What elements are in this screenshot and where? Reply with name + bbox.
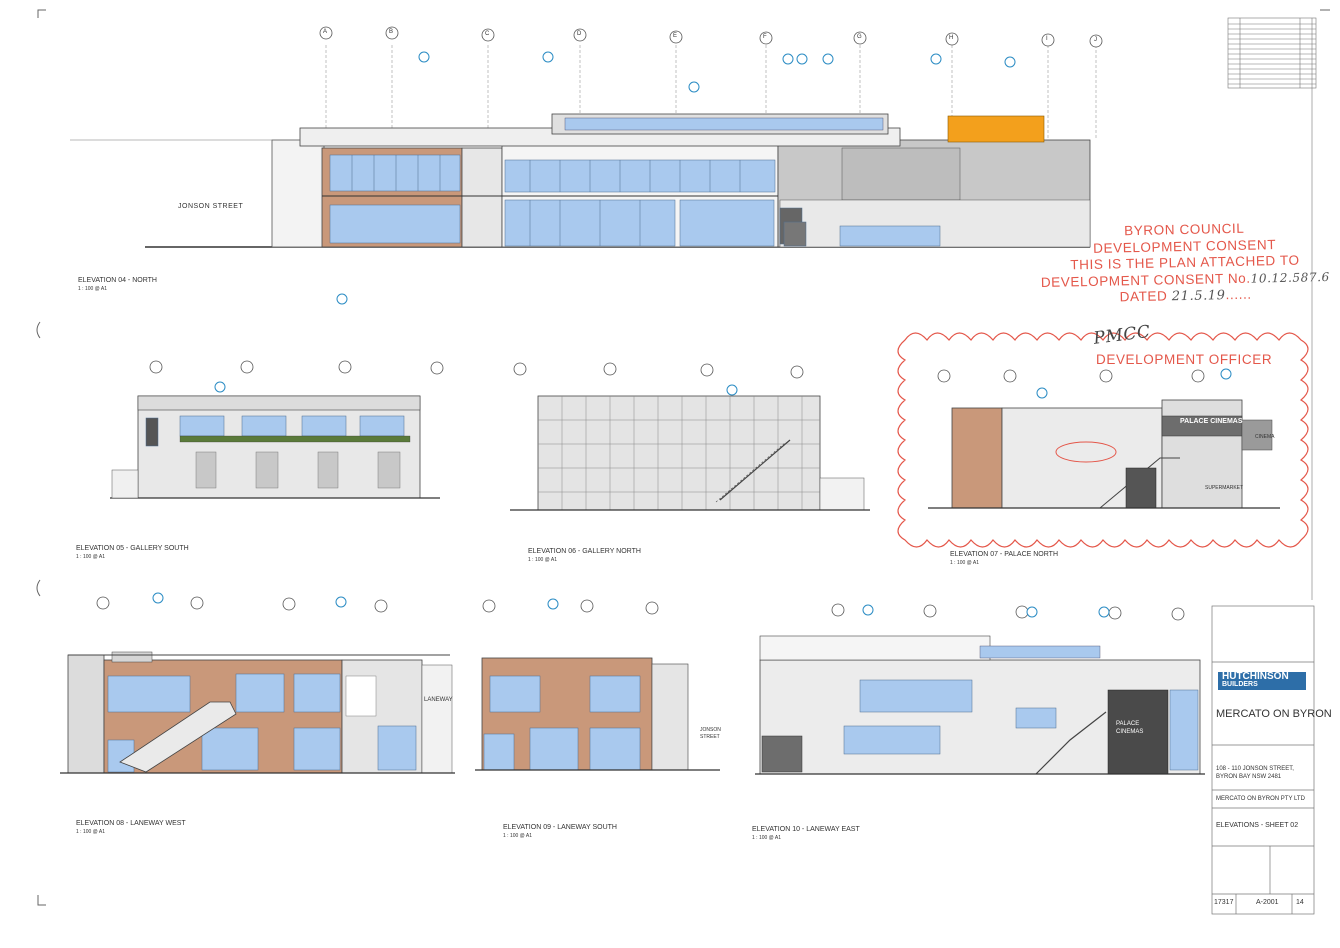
gallery-south-title: ELEVATION 05 - GALLERY SOUTH: [76, 545, 189, 552]
palace-sign: PALACE CINEMAS: [1180, 418, 1243, 425]
grid-label: D: [577, 31, 582, 37]
north-elevation-title: ELEVATION 04 - NORTH: [78, 277, 157, 284]
grid-label: B: [389, 29, 394, 35]
palace-north-title: ELEVATION 07 - PALACE NORTH: [950, 551, 1059, 558]
grid-label: I: [1046, 36, 1048, 42]
grid-label: C: [485, 31, 490, 37]
north-left-wall: [271, 139, 325, 248]
council-consent-stamp: BYRON COUNCIL DEVELOPMENT CONSENT THIS I…: [1039, 219, 1331, 349]
grid-label: G: [857, 34, 862, 40]
elevation-north: [70, 26, 1103, 305]
sheet-corner-marks: [36, 9, 1330, 906]
consent-date: 21.5.19: [1171, 288, 1226, 305]
laneway-label: LANEWAY: [424, 697, 453, 703]
project-name: MERCATO ON BYRON: [1216, 708, 1332, 720]
palace-cinema-label: CINEMA: [1255, 434, 1275, 440]
sheet-title: ELEVATIONS - SHEET 02: [1216, 822, 1299, 829]
elevation-laneway-south: [475, 598, 720, 771]
north-elevation-scale: 1 : 100 @ A1: [78, 286, 107, 292]
elevation-palace-north: [897, 332, 1309, 548]
laneway-west-title: ELEVATION 08 - LANEWAY WEST: [76, 820, 186, 827]
laneway-south-title: ELEVATION 09 - LANEWAY SOUTH: [503, 824, 617, 831]
laneway-east-title: ELEVATION 10 - LANEWAY EAST: [752, 826, 860, 833]
company-logo-bar: [1218, 672, 1306, 690]
elevation-laneway-east: [755, 603, 1205, 775]
laneway-west-scale: 1 : 100 @ A1: [76, 829, 105, 835]
company-logo: HUTCHINSON BUILDERS: [1222, 671, 1289, 689]
palace-north-scale: 1 : 100 @ A1: [950, 560, 979, 566]
elevation-gallery-south: [110, 360, 444, 499]
grid-label: H: [949, 35, 954, 41]
consent-number: 10.12.587.6: [1250, 269, 1330, 286]
grid-label: F: [763, 34, 767, 40]
revision-table: [1227, 17, 1317, 600]
grid-label: J: [1094, 37, 1097, 43]
revision-cloud: [897, 332, 1309, 548]
grid-label: A: [323, 29, 328, 35]
laneway-south-scale: 1 : 100 @ A1: [503, 833, 532, 839]
palace-supermarket-label: SUPERMARKET: [1205, 485, 1244, 491]
gallery-north-title: ELEVATION 06 - GALLERY NORTH: [528, 548, 641, 555]
project-address: 108 - 110 JONSON STREET, BYRON BAY NSW 2…: [1216, 766, 1294, 780]
grid-label: E: [673, 33, 678, 39]
laneway-east-cinema-sign-panel: [1107, 689, 1169, 775]
elevation-gallery-north: [510, 362, 870, 511]
laneway-east-scale: 1 : 100 @ A1: [752, 835, 781, 841]
drawing-number: A-2001: [1256, 899, 1279, 906]
gallery-north-scale: 1 : 100 @ A1: [528, 557, 557, 563]
elevation-laneway-west: [60, 592, 455, 774]
client-name: MERCATO ON BYRON PTY LTD: [1216, 796, 1305, 802]
title-block-frame: [1211, 605, 1315, 915]
north-street-label: JONSON STREET: [178, 203, 244, 210]
north-orange-plant-screen: [947, 115, 1045, 143]
gallery-south-scale: 1 : 100 @ A1: [76, 554, 105, 560]
north-grid-lines: [325, 45, 1097, 140]
job-number: 17317: [1214, 899, 1234, 906]
revision-number: 14: [1296, 899, 1304, 906]
stamp-officer: DEVELOPMENT OFFICER: [1096, 352, 1273, 367]
